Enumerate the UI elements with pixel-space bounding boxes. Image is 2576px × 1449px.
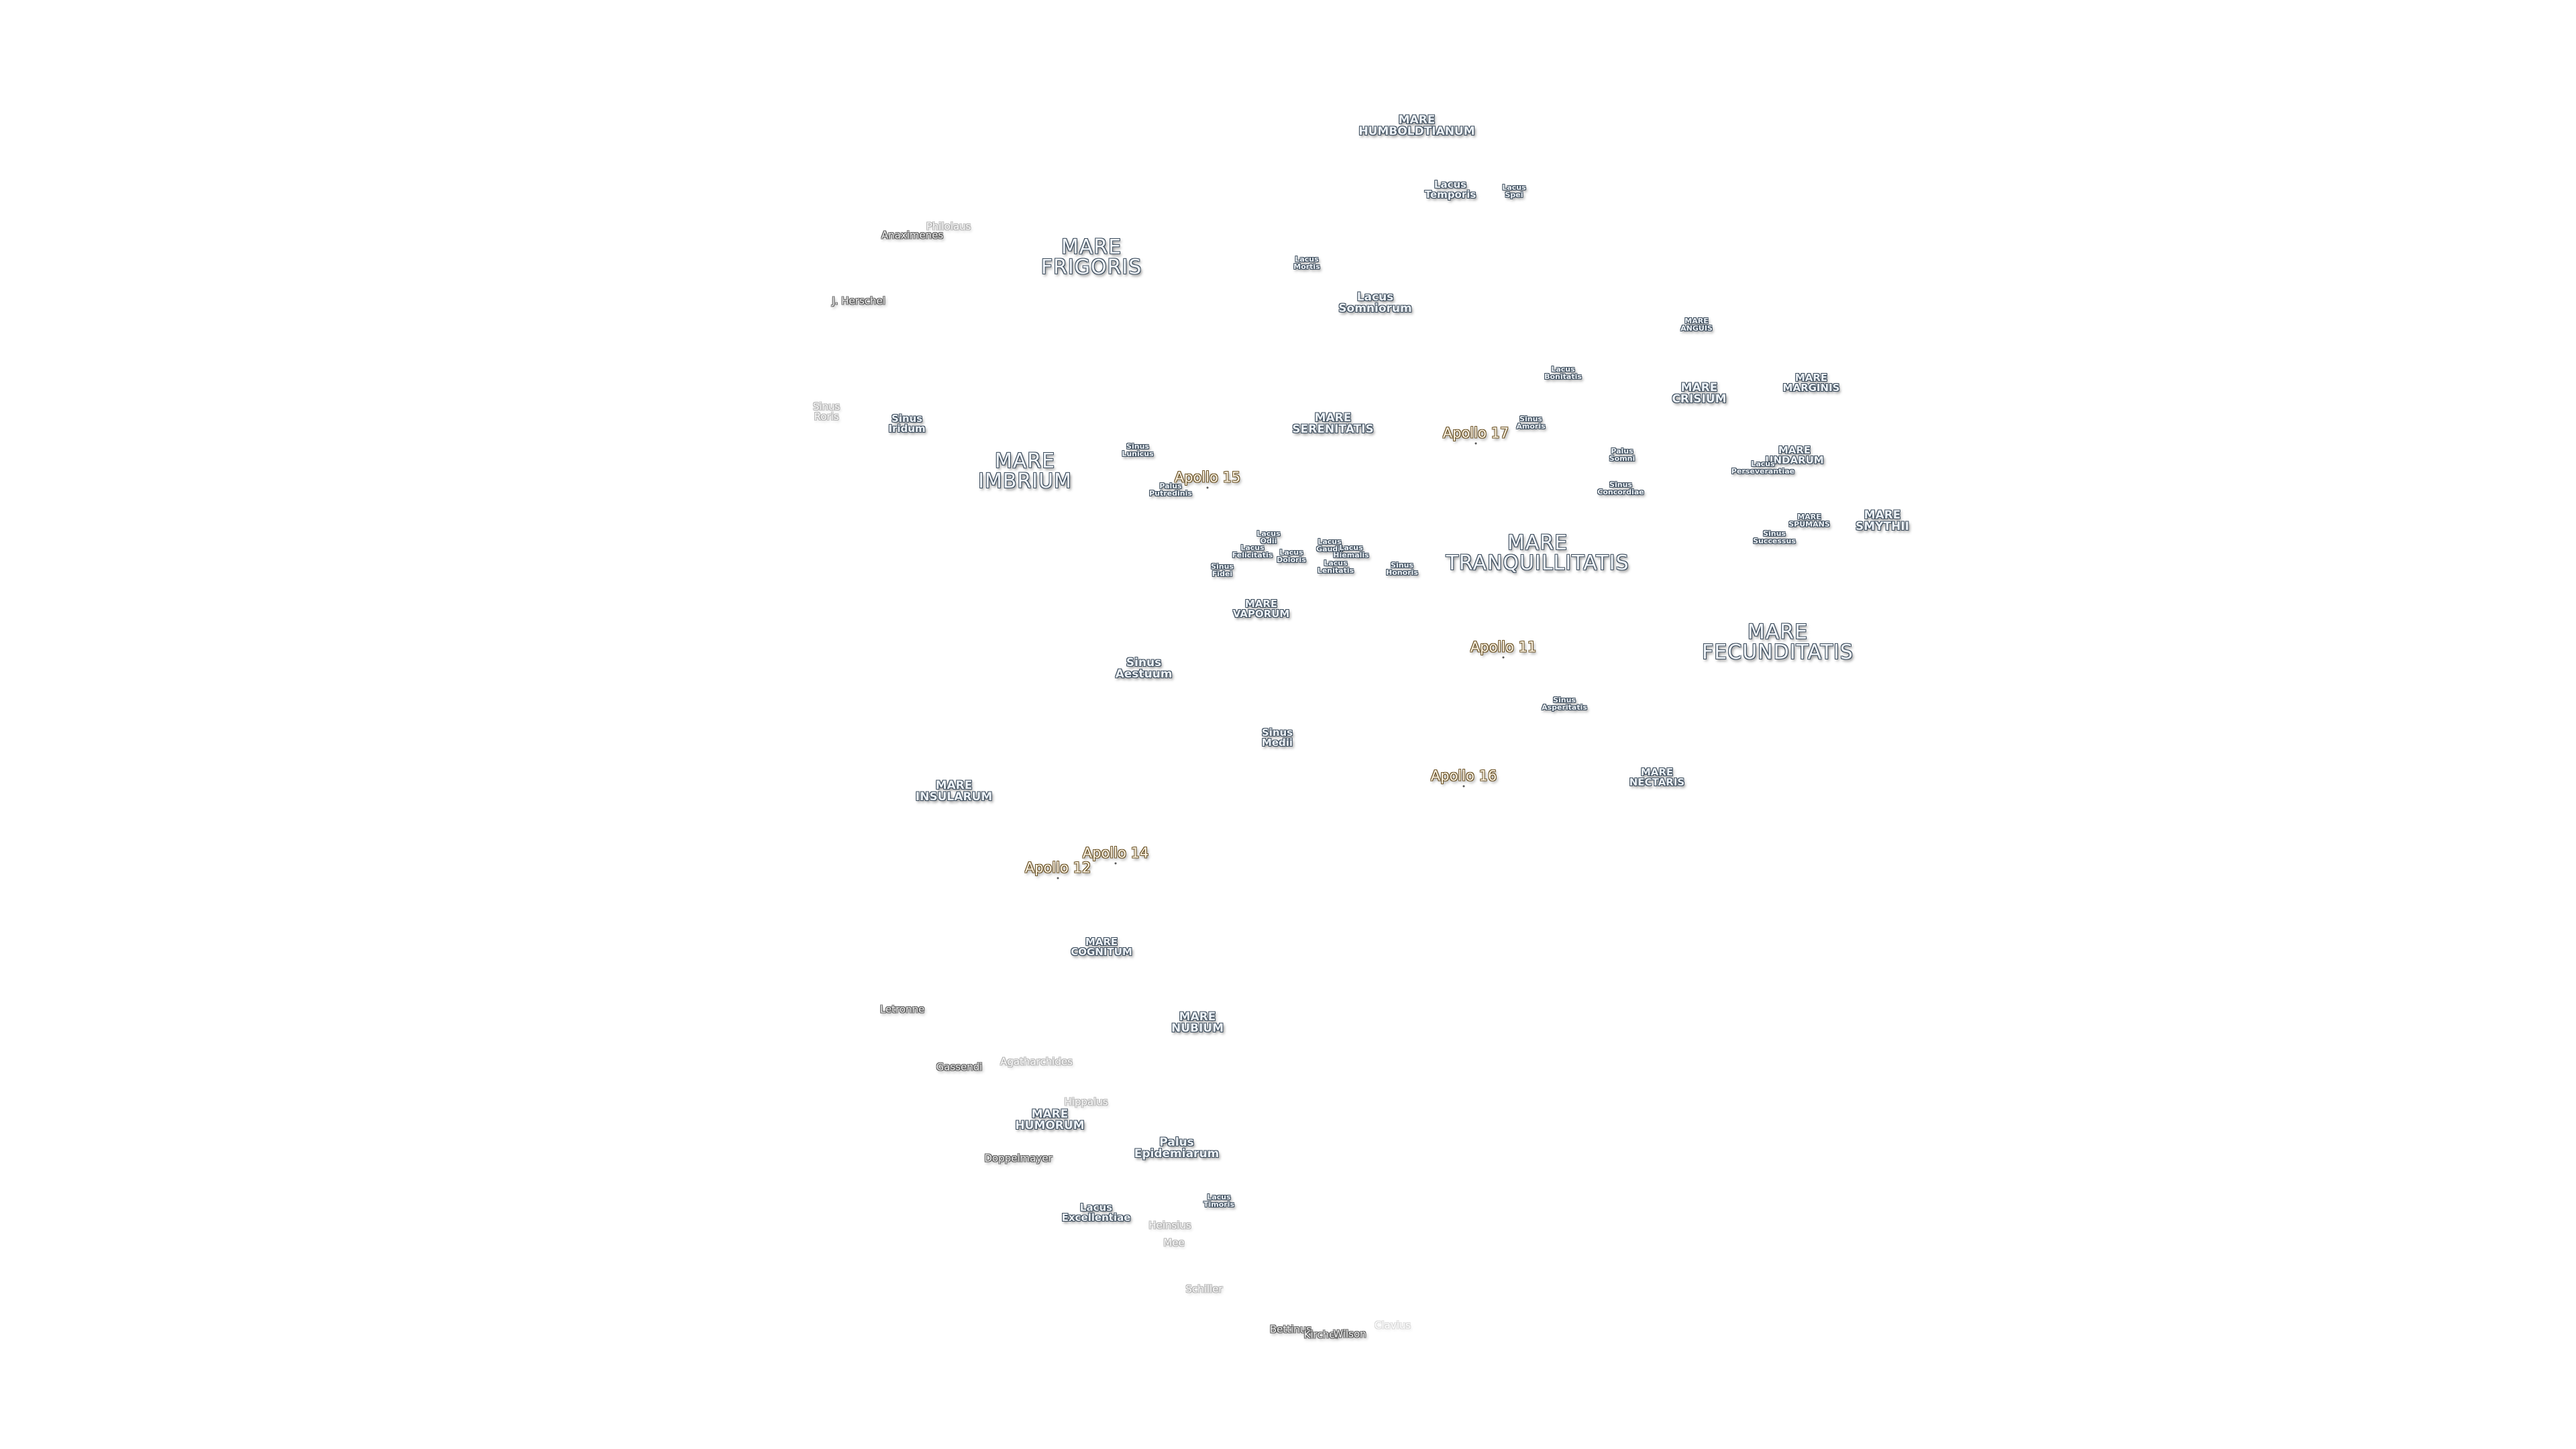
landing-site-marker-apollo-17 <box>1474 442 1477 445</box>
feature-label-palus-somni: Palus Somni <box>1609 447 1635 463</box>
feature-label-lacus-doloris: Lacus Doloris <box>1277 548 1306 564</box>
feature-label-mare-frigoris: MARE FRIGORIS <box>1040 235 1142 279</box>
feature-label-lacus-timoris: Lacus Timoris <box>1203 1193 1235 1209</box>
feature-label-apollo-17: Apollo 17 <box>1442 425 1509 441</box>
feature-label-lacus-felicitatis: Lacus Felicitatis <box>1232 543 1273 559</box>
feature-label-mare-marginis: MARE MARGINIS <box>1782 372 1840 394</box>
feature-label-mare-crisium: MARE CRISIUM <box>1672 381 1727 406</box>
feature-label-palus-epidemiarum: Palus Epidemiarum <box>1134 1136 1220 1161</box>
feature-label-mare-nubium: MARE NUBIUM <box>1171 1010 1224 1035</box>
feature-label-apollo-16: Apollo 16 <box>1430 767 1497 784</box>
landing-site-marker-apollo-12 <box>1057 877 1059 879</box>
feature-label-mare-insularum: MARE INSULARUM <box>915 779 993 804</box>
feature-label-j-herschel: J. Herschel <box>832 294 885 307</box>
feature-label-sinus-successus: Sinus Successus <box>1753 529 1796 545</box>
feature-label-mare-spumans: MARE SPUMANS <box>1788 513 1830 529</box>
feature-label-lacus-bonitatis: Lacus Bonitatis <box>1544 365 1582 381</box>
feature-label-lacus-excellentiae: Lacus Excellentiae <box>1061 1201 1131 1224</box>
feature-label-mare-cognitum: MARE COGNITUM <box>1071 936 1132 958</box>
feature-label-sinus-roris: Sinus Roris <box>812 400 841 423</box>
feature-label-wilson: Wilson <box>1333 1328 1366 1340</box>
landing-site-marker-apollo-14 <box>1114 862 1117 865</box>
feature-label-letronne: Letronne <box>879 1003 925 1016</box>
feature-label-mee: Mee <box>1163 1236 1185 1249</box>
landing-site-marker-apollo-16 <box>1462 785 1465 788</box>
feature-label-apollo-14: Apollo 14 <box>1082 845 1149 861</box>
feature-label-lacus-somniorum: Lacus Somniorum <box>1338 290 1412 315</box>
feature-label-apollo-15: Apollo 15 <box>1174 469 1241 486</box>
feature-label-heinsius: Heinsius <box>1148 1219 1191 1232</box>
feature-label-gassendi: Gassendi <box>936 1061 983 1073</box>
feature-label-sinus-concordiae: Sinus Concordiae <box>1597 480 1644 496</box>
landing-site-marker-apollo-15 <box>1206 486 1209 489</box>
feature-label-lacus-lenitatis: Lacus Lenitatis <box>1317 559 1354 575</box>
feature-label-sinus-asperitatis: Sinus Asperitatis <box>1542 696 1587 712</box>
feature-label-mare-humorum: MARE HUMORUM <box>1015 1108 1085 1132</box>
feature-label-sinus-lunicus: Sinus Lunicus <box>1122 442 1154 458</box>
feature-label-sinus-iridum: Sinus Iridum <box>888 413 926 435</box>
feature-label-kircher: Kircher <box>1303 1328 1340 1341</box>
feature-label-mare-tranquillitatis: MARE TRANQUILLITATIS <box>1446 531 1629 575</box>
feature-label-philolaus: Philolaus <box>926 220 971 233</box>
feature-label-doppelmayer: Doppelmayer <box>984 1152 1053 1165</box>
feature-label-sinus-medii: Sinus Medii <box>1261 727 1293 749</box>
feature-label-lacus-mortis: Lacus Mortis <box>1293 255 1320 271</box>
feature-label-palus-putredinis: Palus Putredinis <box>1149 482 1192 498</box>
feature-label-lacus-spei: Lacus Spei <box>1502 183 1526 199</box>
feature-label-mare-vaporum: MARE VAPORUM <box>1232 598 1290 620</box>
feature-label-sinus-amoris: Sinus Amoris <box>1516 415 1546 431</box>
feature-label-apollo-11: Apollo 11 <box>1470 639 1537 655</box>
feature-label-clavius: Clavius <box>1374 1319 1411 1332</box>
feature-label-anaximenes: Anaximenes <box>881 229 944 241</box>
feature-label-mare-anguis: MARE ANGUIS <box>1680 317 1713 333</box>
feature-label-lacus-hiemalis: Lacus Hiemalis <box>1333 543 1369 559</box>
feature-label-sinus-honoris: Sinus Honoris <box>1386 561 1418 577</box>
feature-label-sinus-aestuum: Sinus Aestuum <box>1115 656 1173 681</box>
feature-label-lacus-perseverantiae: Lacus Perseverantiae <box>1731 460 1795 476</box>
feature-label-mare-smythii: MARE SMYTHII <box>1856 508 1909 533</box>
feature-label-lacus-temporis: Lacus Temporis <box>1424 178 1477 201</box>
feature-label-lacus-odii: Lacus Odii <box>1256 529 1281 545</box>
feature-label-mare-undarum: MARE UNDARUM <box>1765 444 1824 466</box>
feature-label-apollo-12: Apollo 12 <box>1024 859 1091 876</box>
feature-label-hippalus: Hippalus <box>1064 1095 1108 1108</box>
feature-label-mare-nectaris: MARE NECTARIS <box>1629 766 1685 788</box>
feature-label-sinus-fidei: Sinus Fidei <box>1211 562 1234 578</box>
feature-label-mare-imbrium: MARE IMBRIUM <box>978 449 1072 493</box>
feature-label-agatharchides: Agatharchides <box>1000 1055 1073 1068</box>
feature-label-schiller: Schiller <box>1185 1283 1223 1295</box>
feature-label-mare-fecunditatis: MARE FECUNDITATIS <box>1702 621 1854 664</box>
feature-label-mare-humboldtianum: MARE HUMBOLDTIANUM <box>1358 113 1475 138</box>
feature-label-mare-serenitatis: MARE SERENITATIS <box>1292 411 1374 436</box>
landing-site-marker-apollo-11 <box>1502 656 1505 659</box>
feature-label-lacus-gaudii: Lacus Gaudii <box>1316 537 1343 553</box>
feature-label-bettinus: Bettinus <box>1269 1323 1312 1336</box>
